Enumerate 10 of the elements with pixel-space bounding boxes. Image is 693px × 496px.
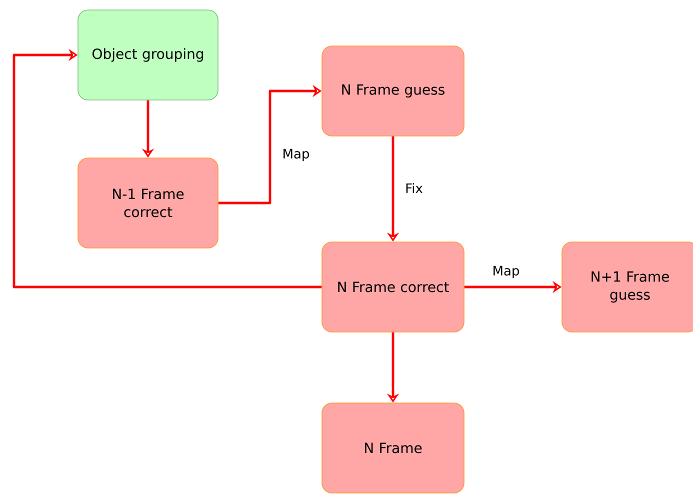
process-box: N-1 Frame correct bbox=[78, 158, 218, 248]
edge-label: Map bbox=[281, 148, 311, 162]
process-box: N Frame bbox=[322, 402, 464, 494]
arrow bbox=[12, 48, 322, 288]
process-box: N Frame correct bbox=[322, 242, 464, 332]
process-box: Object grouping bbox=[78, 10, 218, 100]
edge-label: Map bbox=[491, 264, 521, 280]
process-box: N+1 Frame guess bbox=[562, 242, 693, 332]
process-box: N Frame guess bbox=[322, 46, 464, 136]
edge-label: Fix bbox=[404, 182, 424, 194]
